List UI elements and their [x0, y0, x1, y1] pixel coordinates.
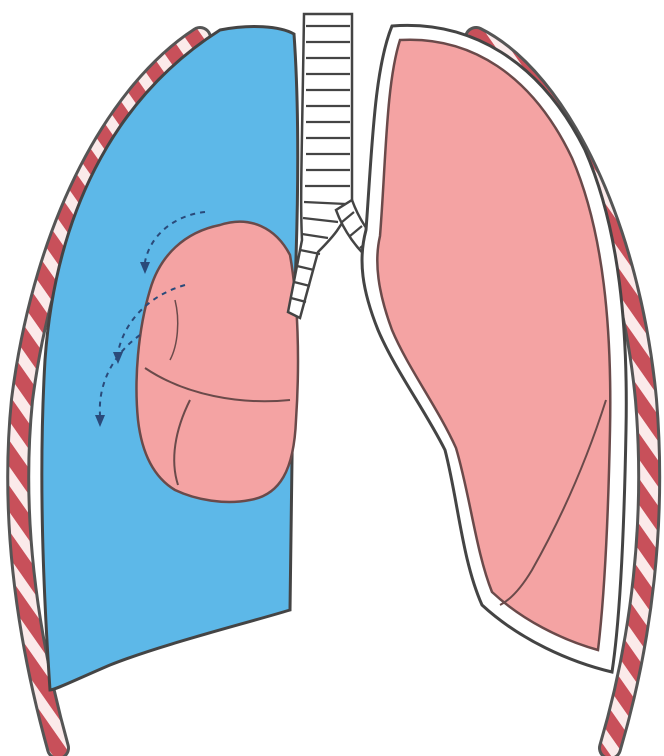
collapsed-lung-icon [137, 222, 299, 502]
